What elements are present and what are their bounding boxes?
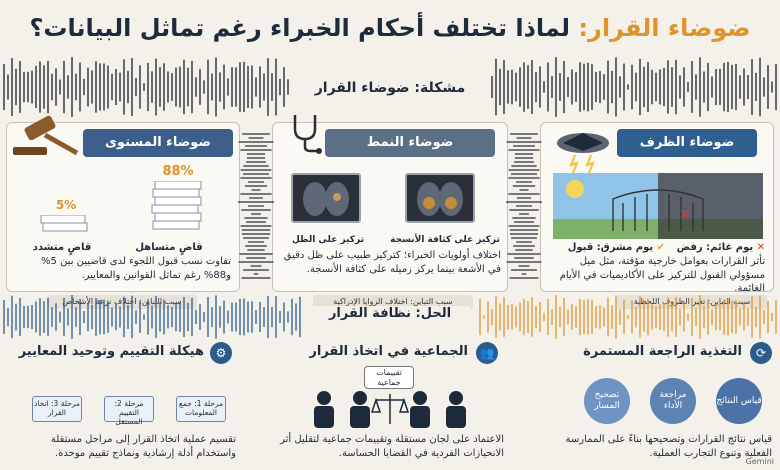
gear-icon: ⚙ [210, 342, 232, 364]
panel-level-noise: ضوضاء المستوى 88% 5% قاضٍ متساهل قاضٍ مت… [6, 115, 240, 309]
svg-text:✕: ✕ [679, 207, 691, 223]
gemini-logo: Gemini [745, 457, 774, 466]
stage-box: مرحلة 2: التقييم المستقل [104, 396, 154, 426]
stethoscope-icon [293, 115, 322, 154]
connector-wave-left [238, 133, 274, 279]
committee-illustration [314, 391, 466, 428]
graduation-cap-storm-icon [557, 133, 609, 173]
solution-description: الاعتماد على لجان مستقلة وتقييمات جماعية… [280, 434, 504, 459]
step-circle: قياس النتائج [716, 378, 762, 424]
panel-pattern-noise: ضوضاء النمط تركيز على الظل تركيز على كثا… [272, 115, 508, 309]
solution-structure: ⚙ هيكلة التقييم وتوحيد المعايير مرحلة 1:… [6, 342, 240, 466]
checkmark-icon: ✔ [656, 242, 665, 253]
good-day-label: يوم مشرق: قبول [567, 242, 654, 253]
solution-title: هيكلة التقييم وتوحيد المعايير [18, 344, 204, 359]
stage-box: مرحلة 3: اتخاذ القرار [32, 396, 82, 422]
xray-image-right [405, 173, 475, 223]
panel-title: ضوضاء الظرف [617, 129, 757, 157]
step-circle: تصحيح المسار [584, 378, 630, 424]
cause-label: سبب التباين: اختلاف الزوايا الإدراكية [313, 295, 473, 309]
title-rest: لماذا تختلف أحكام الخبراء رغم تماثل البي… [29, 14, 571, 42]
right-xray-label: تركيز على كثافة الأنسجة [390, 235, 500, 245]
x-mark-icon: ✕ [756, 242, 765, 253]
gavel-icon [13, 115, 79, 156]
panel-title: ضوضاء المستوى [83, 129, 233, 157]
solution-title: الجماعية في اتخاذ القرار [309, 344, 468, 359]
connector-wave-right [506, 133, 542, 279]
step-circle: مراجعة الأداء [650, 378, 696, 424]
solution-title: التغذية الراجعة المستمرة [583, 344, 742, 359]
stage-box: مرحلة 1: جمع المعلومات [176, 396, 226, 422]
xray-image-left [291, 173, 361, 223]
strict-percent: 5% [55, 198, 77, 212]
tall-paper-stack [151, 181, 202, 230]
bad-day-label: يوم غائم: رفض [676, 242, 754, 253]
panel-circumstance-noise: ضوضاء الظرف ✕ ✕ يوم غائم: رفض ✔ يوم مشرق… [540, 122, 774, 309]
problem-label: مشكلة: ضوضاء القرار [314, 80, 466, 96]
group-icon: 👥 [476, 342, 498, 364]
solution-description: قياس نتائج القرارات وتصحيحها بناءً على ا… [565, 434, 772, 459]
strict-judge-label: قاضٍ متشدد [32, 242, 92, 253]
left-xray-label: تركيز على الظل [292, 235, 364, 245]
panel-title: ضوضاء النمط [325, 129, 495, 157]
small-paper-stack [40, 215, 88, 232]
panel-description: تأثر القرارات بعوامل خارجية مؤقتة، مثل م… [559, 256, 765, 294]
lenient-percent: 88% [162, 164, 194, 179]
cycle-icon: ⟳ [750, 342, 772, 364]
gate-weather-illustration: ✕ [553, 173, 763, 239]
solution-waveform [3, 295, 777, 339]
lenient-judge-label: قاضٍ متساهل [135, 242, 203, 253]
panel-description: تفاوت نسب قبول اللجوء لدى قاضيين بين 5% … [41, 256, 231, 281]
solution-description: تقسيم عملية اتخاذ القرار إلى مراحل مستقل… [50, 434, 236, 459]
solution-label: الحل: نظافة القرار [310, 306, 470, 321]
solution-feedback: ⟳ التغذية الراجعة المستمرة قياس النتائج … [540, 342, 776, 466]
title-highlight: ضوضاء القرار: [578, 14, 751, 42]
page-title: ضوضاء القرار: لماذا تختلف أحكام الخبراء … [0, 14, 780, 42]
collective-badge: تقييمات جماعية [364, 366, 414, 390]
solution-collective: 👥 الجماعية في اتخاذ القرار تقييمات جماعي… [272, 342, 508, 466]
noise-waveform [3, 57, 777, 117]
panel-description: اختلاف أولويات الخبراء؛ كتركيز طبيب على … [283, 250, 501, 275]
